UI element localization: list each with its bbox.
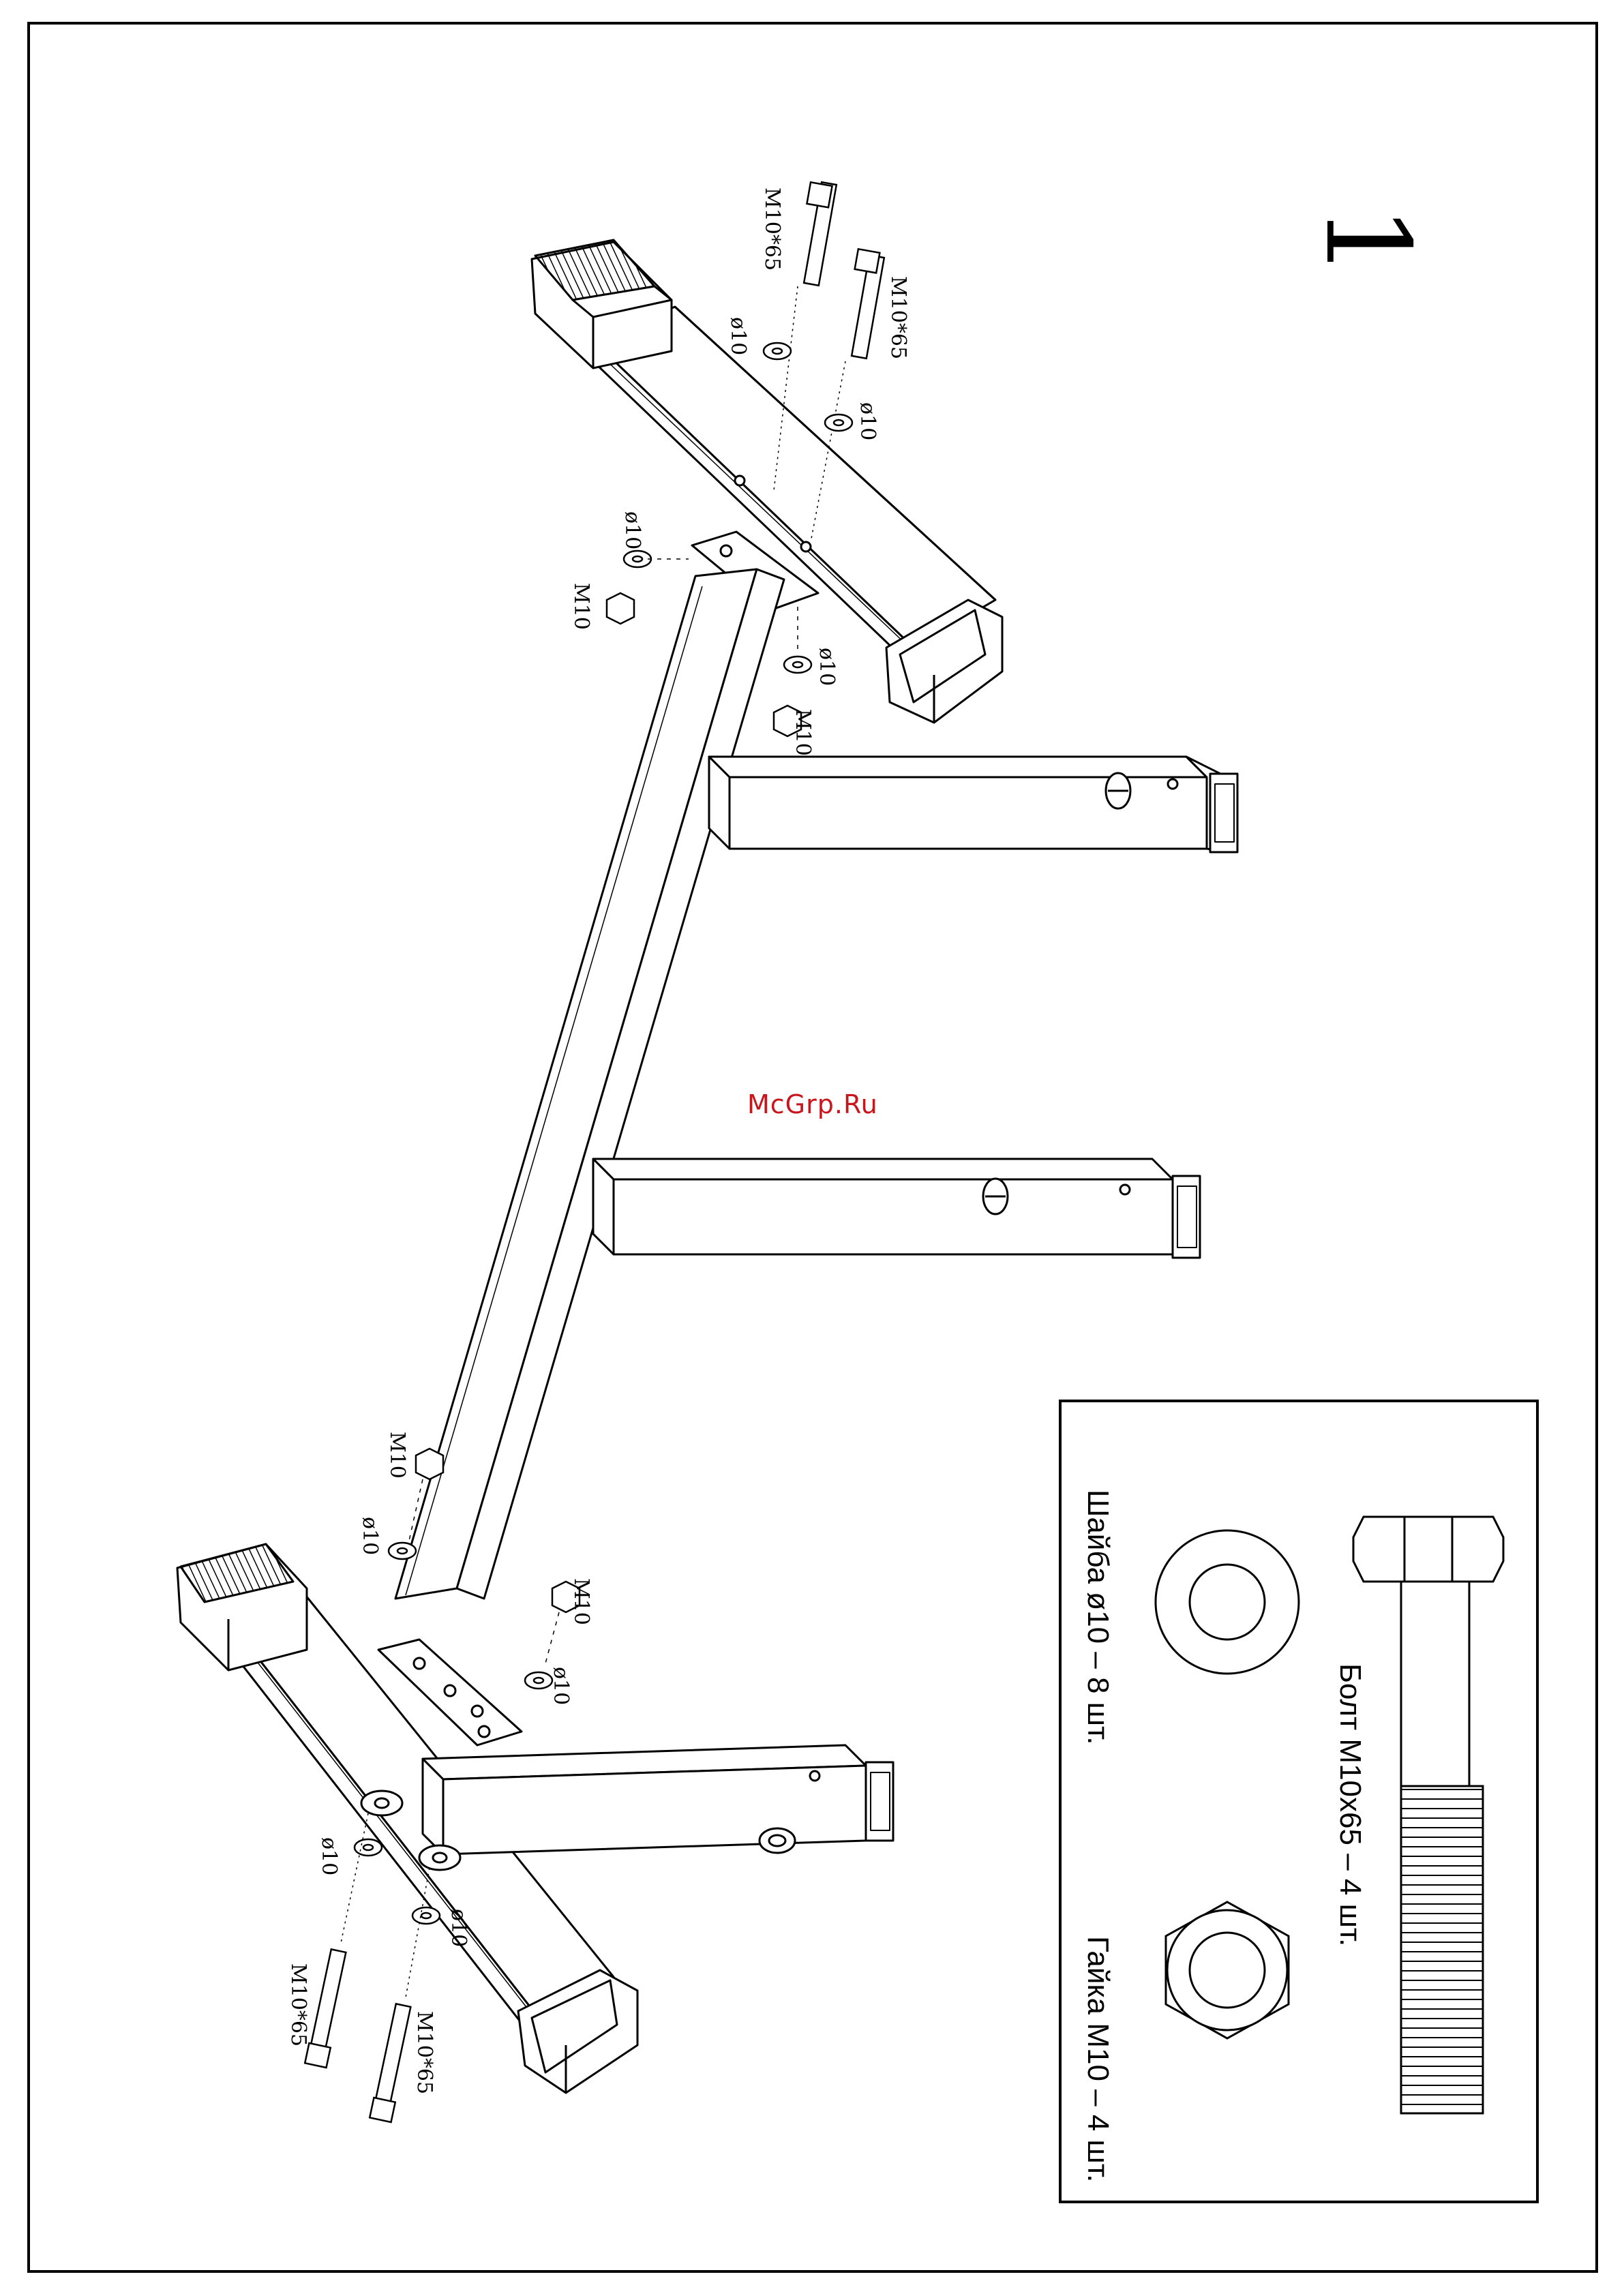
watermark: McGrp.Ru bbox=[747, 1089, 878, 1119]
legend-washer-drawing bbox=[1156, 1530, 1299, 1674]
bottom-foot-end-cap bbox=[177, 1544, 307, 1670]
main-spine-beam bbox=[395, 569, 784, 1599]
label-washer-top-3: ø10 bbox=[620, 511, 644, 549]
label-nut-top-1: M10 bbox=[569, 583, 593, 630]
legend-nut-drawing bbox=[1166, 1902, 1289, 2038]
label-bolt-top-1: M10*65 bbox=[760, 187, 784, 271]
top-foot-tube bbox=[593, 307, 995, 668]
label-washer-top-4: ø10 bbox=[815, 648, 839, 686]
bottom-nut-1 bbox=[416, 1449, 443, 1479]
label-washer-top-2: ø10 bbox=[856, 402, 879, 440]
legend-bolt-drawing bbox=[1353, 1517, 1503, 2113]
label-bolt-top-2: M10*65 bbox=[886, 276, 910, 359]
label-nut-bottom-2: M10 bbox=[569, 1578, 593, 1625]
step-number: 1 bbox=[1309, 205, 1425, 278]
label-washer-bottom-2: ø10 bbox=[549, 1667, 573, 1705]
bottom-bolt-1 bbox=[305, 1949, 346, 2068]
label-washer-bottom-3: ø10 bbox=[317, 1837, 341, 1875]
label-nut-top-2: M10 bbox=[791, 709, 815, 756]
legend-washer-label: Шайба ø10 – 8 шт. bbox=[1081, 1490, 1115, 1745]
bottom-arm-tube bbox=[423, 1745, 893, 1854]
top-foot-end-cap bbox=[532, 240, 672, 368]
legend-bolt-label: Болт M10x65 – 4 шт. bbox=[1333, 1663, 1367, 1946]
label-washer-bottom-1: ø10 bbox=[358, 1517, 382, 1555]
legend-nut-label: Гайка M10 – 4 шт. bbox=[1081, 1936, 1115, 2182]
bottom-bolt-2 bbox=[370, 2004, 410, 2122]
label-nut-bottom-1: M10 bbox=[385, 1432, 409, 1479]
label-bolt-bottom-1: M10*65 bbox=[286, 1963, 310, 2046]
label-washer-bottom-4: ø10 bbox=[447, 1909, 470, 1947]
label-bolt-bottom-2: M10*65 bbox=[412, 2011, 436, 2094]
top-nut-1 bbox=[607, 593, 634, 624]
label-washer-top-1: ø10 bbox=[726, 317, 750, 355]
middle-arm-tube bbox=[593, 1159, 1200, 1258]
upper-arm-tube bbox=[709, 757, 1237, 852]
